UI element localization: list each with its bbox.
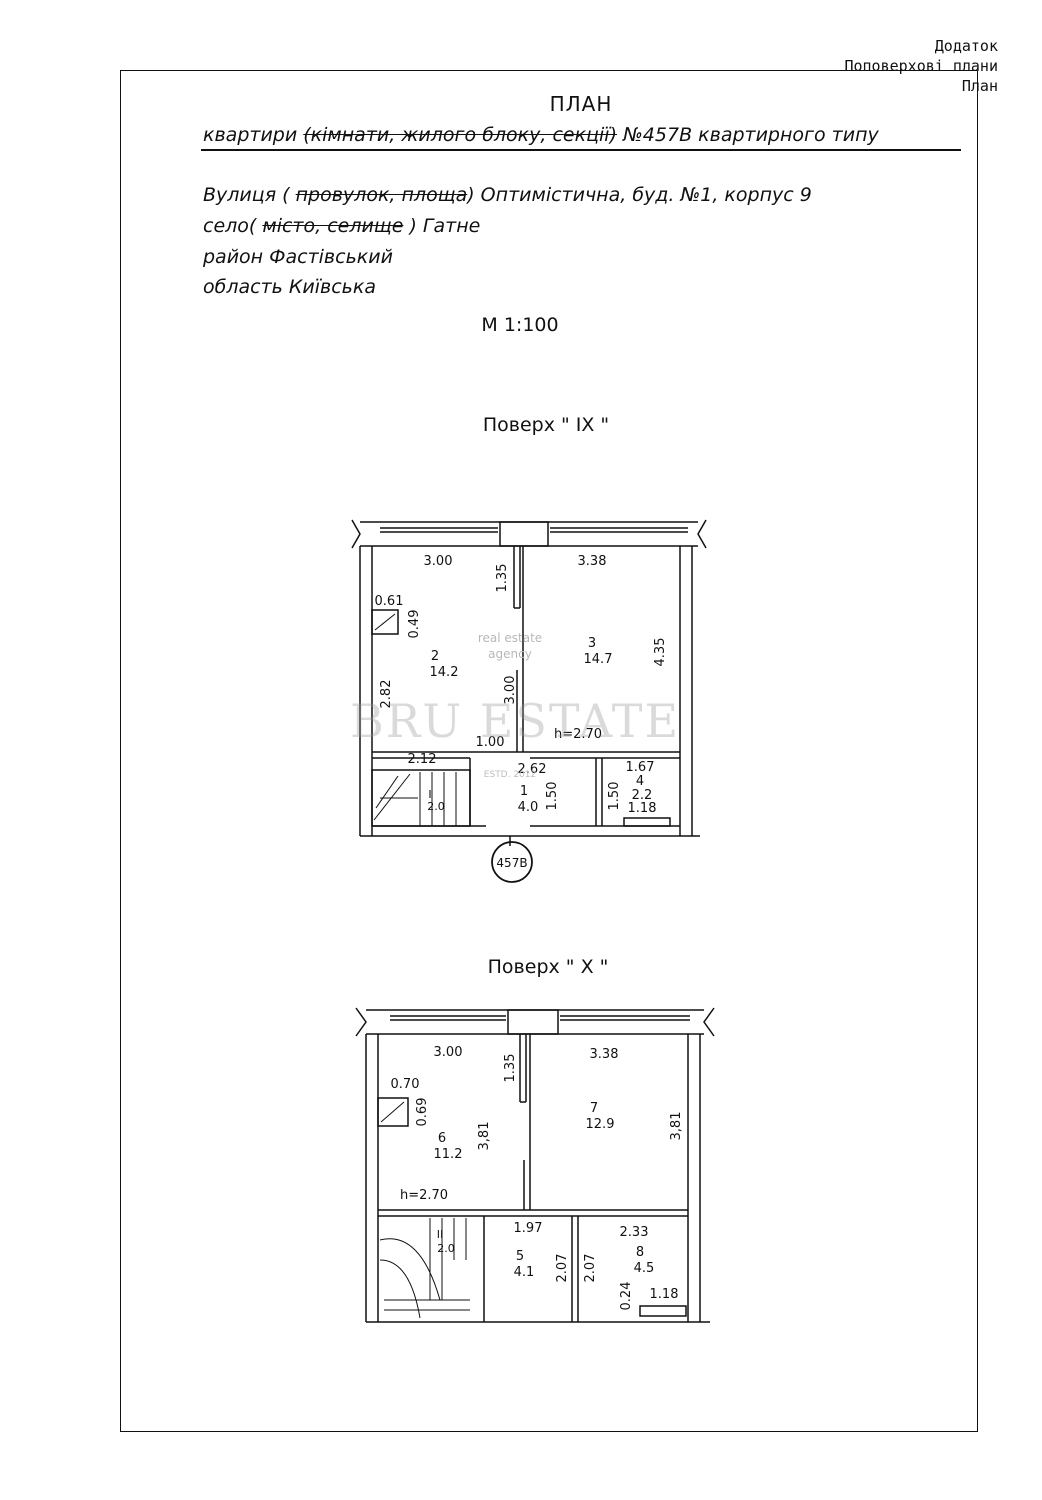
watermark-estd: ESTD. 2012 xyxy=(483,770,537,780)
floor10-plan: 3.00 3.38 1.35 0.70 0.69 3,81 3,81 h=2.7… xyxy=(355,1007,715,1323)
room-4-area: 2.2 xyxy=(632,788,653,803)
dim-r5-h2: 2.07 xyxy=(583,1254,598,1283)
dim-r5-w: 1.97 xyxy=(514,1221,543,1236)
apartment-tag-circle xyxy=(491,841,533,883)
dim-height-x: h=2.70 xyxy=(400,1188,448,1203)
dim-r5-h1: 2.07 xyxy=(555,1254,570,1283)
room-6-number: 6 xyxy=(438,1131,446,1146)
village-prefix: село( xyxy=(203,215,263,237)
dim-r3-h: 4.35 xyxy=(653,638,668,667)
room-7-number: 7 xyxy=(590,1101,598,1116)
dim-r1-h1: 1.50 xyxy=(545,782,560,811)
apartment-suffix: №457В квартирного типу xyxy=(617,124,879,146)
apartment-prefix: квартири xyxy=(203,124,304,146)
dim-r7-width: 3.38 xyxy=(590,1047,619,1062)
stair-label-val: 2.0 xyxy=(427,800,445,813)
dim-height: h=2.70 xyxy=(554,727,602,742)
watermark-tagline: real estate agency xyxy=(470,630,550,662)
region-line: область Київська xyxy=(203,276,376,298)
document-frame xyxy=(120,70,978,1432)
room-2-area: 14.2 xyxy=(430,665,459,680)
village-suffix: ) Гатне xyxy=(403,215,481,237)
watermark-line1: real estate xyxy=(477,631,543,645)
room-8-number: 8 xyxy=(636,1245,644,1260)
dim-r6-h: 3,81 xyxy=(477,1122,492,1151)
dim-r8-w: 2.33 xyxy=(620,1225,649,1240)
floor10-title: Поверх " X " xyxy=(487,956,609,978)
watermark-brand: BRU ESTATE xyxy=(349,694,681,748)
stair-label-num-x: II xyxy=(437,1228,444,1241)
street-line: Вулиця ( провулок, площа) Оптимістична, … xyxy=(203,184,812,206)
room-3-number: 3 xyxy=(588,636,596,651)
room-3-area: 14.7 xyxy=(584,652,613,667)
street-struck: провулок, площа xyxy=(295,184,468,206)
dim-niche-h-x: 0.69 xyxy=(415,1098,430,1127)
village-line: село( місто, селище ) Гатне xyxy=(203,215,480,237)
floor9-title: Поверх " IX " xyxy=(482,414,610,436)
dim-niche-w-x: 0.70 xyxy=(391,1077,420,1092)
dim-r7-h: 3,81 xyxy=(669,1112,684,1141)
street-prefix: Вулиця ( xyxy=(203,184,296,206)
watermark-line2: agency xyxy=(488,647,532,661)
dim-r4-bottom: 1.18 xyxy=(628,801,657,816)
dim-r8-bottom: 1.18 xyxy=(650,1287,679,1302)
district-line: район Фастівський xyxy=(203,246,393,268)
dim-r2-left-h: 2.82 xyxy=(379,680,394,709)
room-2-number: 2 xyxy=(431,649,439,664)
dim-r8-small: 0.24 xyxy=(619,1282,634,1311)
dim-r4-w: 1.67 xyxy=(626,760,655,775)
corner-appendix: Додаток xyxy=(934,37,998,55)
dim-stair-w: 2.12 xyxy=(408,752,437,767)
village-struck: місто, селище xyxy=(262,215,404,237)
dim-r2-width: 3.00 xyxy=(424,554,453,569)
apartment-struck: (кімнати, жилого блоку, секції) xyxy=(303,124,617,146)
room-6-area: 11.2 xyxy=(434,1147,463,1162)
header-underline xyxy=(201,149,961,151)
stair-label-num: I xyxy=(428,788,431,801)
room-8-area: 4.5 xyxy=(634,1261,655,1276)
dim-r1-h2: 1.50 xyxy=(607,782,622,811)
scale-label: М 1:100 xyxy=(481,314,559,336)
room-5-number: 5 xyxy=(516,1249,524,1264)
room-4-number: 4 xyxy=(636,774,644,789)
dim-partition: 1.35 xyxy=(495,564,510,593)
room-5-area: 4.1 xyxy=(514,1265,535,1280)
dim-niche-h: 0.49 xyxy=(407,610,422,639)
dim-niche-w: 0.61 xyxy=(375,594,404,609)
room-7-area: 12.9 xyxy=(586,1117,615,1132)
dim-partition-x: 1.35 xyxy=(503,1054,518,1083)
street-suffix: ) Оптимістична, буд. №1, корпус 9 xyxy=(467,184,812,206)
plan-title: ПЛАН xyxy=(549,92,613,116)
corner-plan: План xyxy=(961,77,998,95)
room-1-area: 4.0 xyxy=(518,800,539,815)
dim-r2-right-h: 3.00 xyxy=(503,676,518,705)
apartment-tag: 457В xyxy=(496,856,527,870)
room-1-number: 1 xyxy=(520,784,528,799)
dim-r6-width: 3.00 xyxy=(434,1045,463,1060)
dim-r1-w: 2.62 xyxy=(518,762,547,777)
floor9-plan: 457В 3.00 3.38 1.35 0.61 0.49 2.82 3.00 … xyxy=(351,519,707,883)
stair-label-val-x: 2.0 xyxy=(437,1242,455,1255)
dim-r3-width: 3.38 xyxy=(578,554,607,569)
apartment-line: квартири (кімнати, жилого блоку, секції)… xyxy=(203,124,879,146)
dim-step: 1.00 xyxy=(476,735,505,750)
